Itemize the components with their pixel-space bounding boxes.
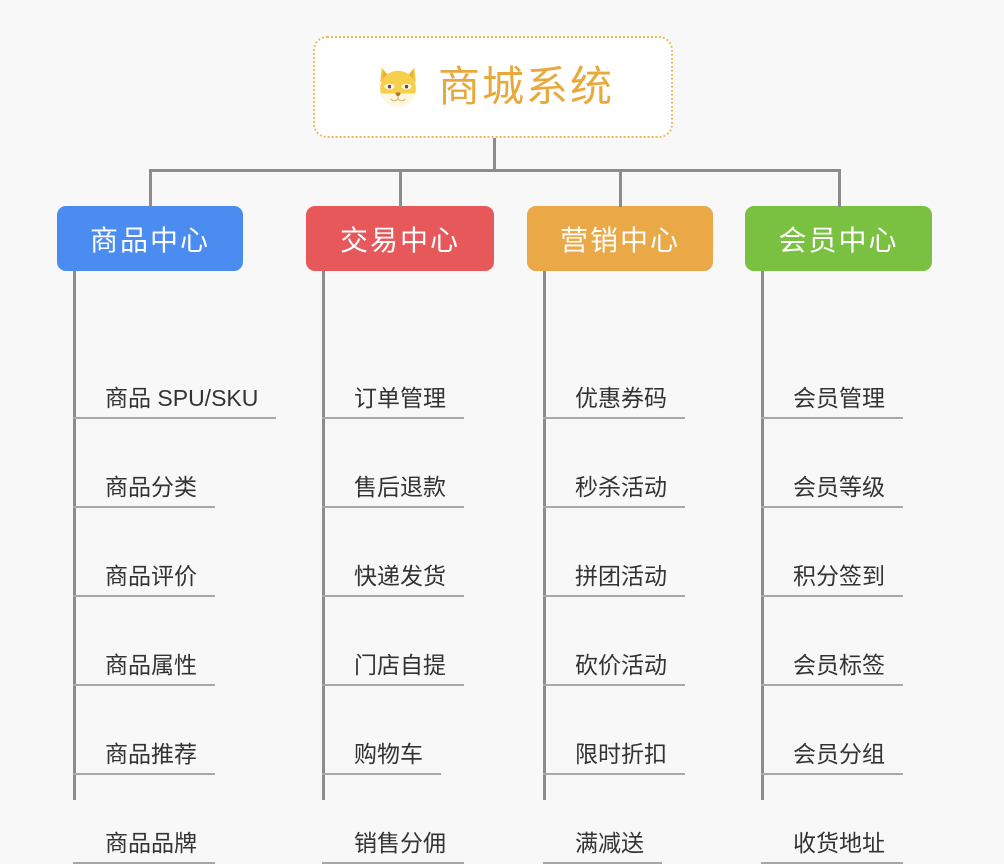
branch-spine-3 <box>543 271 546 800</box>
branch-item-label: 优惠券码 <box>543 387 685 419</box>
branch-item-label: 商品评价 <box>73 565 215 597</box>
branch-header-label: 商品中心 <box>89 224 210 256</box>
branch-item-label: 商品分类 <box>73 476 215 508</box>
root-node[interactable]: 商城系统 <box>313 36 673 138</box>
root-title: 商城系统 <box>437 63 614 110</box>
branch-header-label: 营销中心 <box>559 224 680 256</box>
branch-column-2: 交易中心订单管理售后退款快递发货门店自提购物车销售分佣 <box>306 206 494 864</box>
trunk-drop-connector-1 <box>149 169 152 207</box>
branch-column-3: 营销中心优惠券码秒杀活动拼团活动砍价活动限时折扣满减送 <box>527 206 713 864</box>
branch-item-label: 商品品牌 <box>73 832 215 864</box>
branch-item-label: 会员分组 <box>761 743 903 775</box>
branch-item-label: 秒杀活动 <box>543 476 685 508</box>
branch-header-1[interactable]: 商品中心 <box>57 206 243 271</box>
branch-item-label: 快递发货 <box>322 565 464 597</box>
branch-item-label: 拼团活动 <box>543 565 685 597</box>
branch-item-label: 会员管理 <box>761 387 903 419</box>
branch-item-label: 限时折扣 <box>543 743 685 775</box>
trunk-vertical-connector <box>493 138 496 171</box>
branch-spine-2 <box>322 271 325 800</box>
branch-header-2[interactable]: 交易中心 <box>306 206 494 271</box>
branch-spine-4 <box>761 271 764 800</box>
branch-item-label: 商品 SPU/SKU <box>73 387 277 419</box>
branch-item-label: 积分签到 <box>761 565 903 597</box>
branch-item-label: 订单管理 <box>322 387 464 419</box>
trunk-drop-connector-3 <box>619 169 622 207</box>
branch-header-4[interactable]: 会员中心 <box>745 206 932 271</box>
branch-header-label: 会员中心 <box>778 224 899 256</box>
branch-item-label: 商品推荐 <box>73 743 215 775</box>
trunk-drop-connector-4 <box>837 169 841 207</box>
branch-item-label: 会员等级 <box>761 476 903 508</box>
branch-column-4: 会员中心会员管理会员等级积分签到会员标签会员分组收货地址 <box>745 206 932 864</box>
branch-column-1: 商品中心商品 SPU/SKU 商品分类商品评价商品属性商品推荐商品品牌 <box>57 206 277 864</box>
branch-header-3[interactable]: 营销中心 <box>527 206 713 271</box>
branch-item-label: 满减送 <box>543 832 662 864</box>
trunk-horizontal-connector <box>150 169 839 172</box>
mindmap-canvas: 商城系统 商品中心商品 SPU/SKU 商品分类商品评价商品属性商品推荐商品品牌 交… <box>57 36 932 864</box>
branch-item-label: 收货地址 <box>761 832 903 864</box>
branch-item-label: 砍价活动 <box>543 654 685 686</box>
branch-item-label: 商品属性 <box>73 654 215 686</box>
branch-item-label: 会员标签 <box>761 654 903 686</box>
branch-header-label: 交易中心 <box>339 224 460 256</box>
shiba-dog-emoji <box>372 61 424 113</box>
branch-item-label: 售后退款 <box>322 476 464 508</box>
branch-spine-1 <box>73 271 76 800</box>
branch-item-label: 门店自提 <box>322 654 464 686</box>
branch-item-label: 销售分佣 <box>322 832 464 864</box>
trunk-drop-connector-2 <box>399 169 402 207</box>
branch-item-label: 购物车 <box>322 743 441 775</box>
